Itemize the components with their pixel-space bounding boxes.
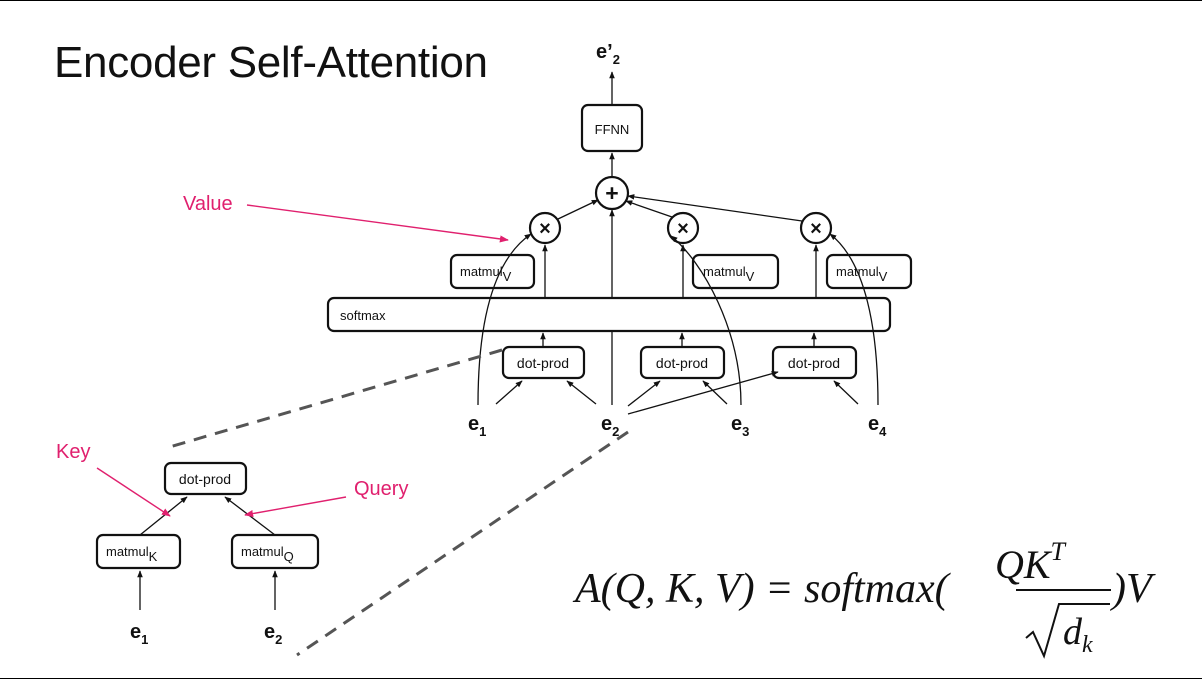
times-symbol-4: ×: [810, 218, 822, 240]
key-annotation-arrow: [96, 467, 171, 517]
matmul-v-boxes: matmulV matmulV matmulV: [449, 253, 913, 290]
times-node-1: [528, 211, 562, 245]
dot-prod-label-3: dot-prod: [656, 355, 708, 371]
times-node-4: [799, 211, 833, 245]
input-labels: e1 e2 e3 e4: [468, 413, 887, 439]
times-symbol-1: ×: [539, 218, 551, 240]
matmul-v-label-1: matmulV: [460, 264, 512, 284]
input-e1: e1: [468, 413, 486, 439]
query-annotation-arrow: [244, 496, 347, 518]
e2-to-dotprod1-arrow: [566, 380, 597, 405]
e4-to-dotprod4-arrow: [833, 380, 859, 405]
e1-to-dotprod1-arrow: [495, 380, 523, 405]
dot-prod-label-1: dot-prod: [517, 355, 569, 371]
attention-formula: A(Q, K, V) = softmax( QKT dk )V: [572, 537, 1156, 659]
e3-value-curve: [670, 235, 742, 406]
matmul-q-label: matmulQ: [241, 544, 294, 564]
e4-value-curve: [829, 233, 879, 406]
formula-denominator: dk: [1063, 611, 1093, 658]
query-annotation: Query: [354, 478, 408, 500]
output-e2-prime: e’2: [596, 41, 620, 67]
times-node-3: [666, 211, 700, 245]
matmul-v-box-1: [449, 253, 536, 290]
dot-prod-detail: dot-prod matmulK matmulQ e1 e2: [95, 461, 320, 647]
matmul-v-box-4: [825, 253, 913, 290]
zoom-dashed-line-top: [165, 348, 503, 450]
ffnn-label: FFNN: [595, 122, 630, 137]
input-e3: e3: [731, 413, 749, 439]
times1-to-plus-arrow: [557, 199, 599, 220]
e2-to-dotprod4-arrow: [627, 371, 779, 415]
formula-rhs: )V: [1110, 566, 1156, 612]
matmul-v-label-3: matmulV: [703, 264, 755, 284]
sqrt-symbol: [1025, 603, 1110, 659]
detail-input-e2: e2: [264, 621, 282, 647]
zoom-dashed-line-bottom: [296, 430, 629, 657]
e1-value-curve: [477, 233, 532, 406]
plus-symbol: +: [605, 180, 618, 206]
softmax-label: softmax: [340, 308, 386, 323]
matmul-k-label: matmulK: [106, 544, 158, 564]
times4-to-plus-arrow: [627, 194, 803, 222]
e3-to-dotprod3-arrow: [702, 380, 728, 405]
times-symbol-3: ×: [677, 218, 689, 240]
dot-prod-label-4: dot-prod: [788, 355, 840, 371]
key-annotation: Key: [56, 441, 90, 463]
value-annotation-arrow: [246, 204, 509, 243]
dot-prod-boxes: dot-prod dot-prod dot-prod: [501, 345, 858, 380]
e2-to-dotprod3-arrow: [627, 380, 661, 407]
value-annotation: Value: [183, 193, 233, 215]
matmul-q-to-dot-arrow: [224, 496, 276, 536]
sum-node: [594, 175, 630, 211]
ffnn-box: [580, 103, 644, 153]
input-e2: e2: [601, 413, 619, 439]
formula-lhs: A(Q, K, V) = softmax(: [572, 566, 952, 612]
detail-dot-prod-label: dot-prod: [179, 471, 231, 487]
detail-input-e1: e1: [130, 621, 148, 647]
softmax-bar: [326, 296, 892, 333]
page-title: Encoder Self-Attention: [54, 38, 488, 87]
matmul-v-box-3: [691, 253, 780, 290]
matmul-k-box: [95, 533, 182, 570]
weight-multiply-nodes: × × ×: [528, 211, 833, 245]
detail-dot-prod-box: [163, 461, 248, 496]
times3-to-plus-arrow: [625, 200, 673, 218]
matmul-k-to-dot-arrow: [139, 496, 188, 536]
input-e4: e4: [868, 413, 887, 439]
formula-numerator: QKT: [995, 537, 1067, 587]
